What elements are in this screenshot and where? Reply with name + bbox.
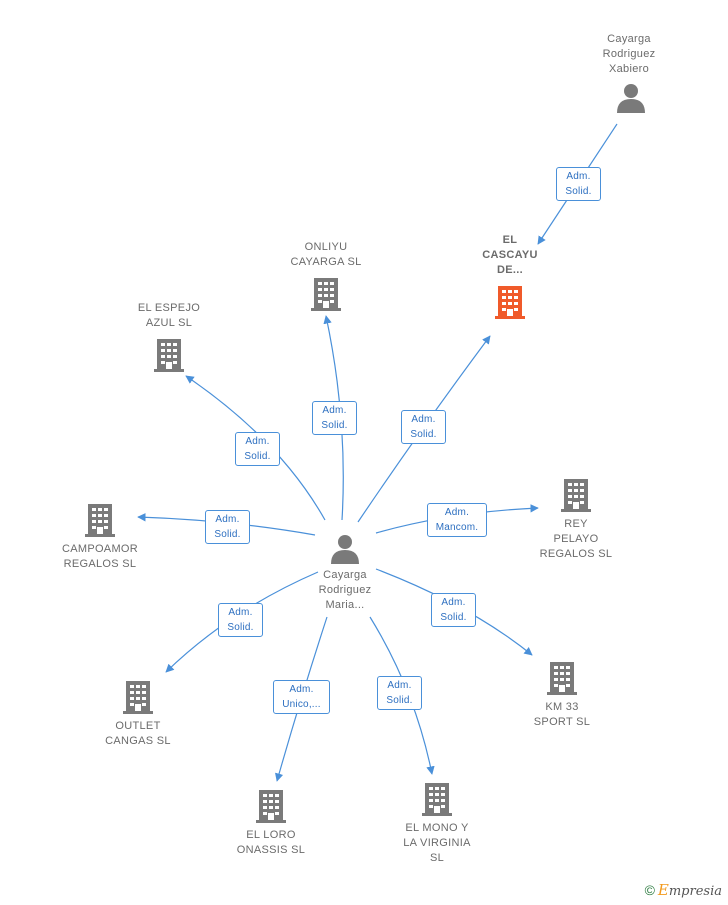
- node-label: Cayarga Rodriguez Xabiero: [602, 33, 656, 75]
- edge-label-maria-espejo: Adm. Solid.: [235, 432, 280, 466]
- edge-label-maria-mono: Adm. Solid.: [377, 676, 422, 710]
- node-el-loro-onassis[interactable]: EL LORO ONASSIS SL: [226, 788, 316, 858]
- node-label: OUTLET CANGAS SL: [105, 720, 171, 747]
- node-label: REY PELAYO REGALOS SL: [539, 518, 613, 560]
- brand-first-letter: E: [657, 881, 669, 899]
- edge-label-maria-outlet: Adm. Solid.: [218, 603, 263, 637]
- copyright-icon: ©: [644, 882, 655, 898]
- node-label: ONLIYU CAYARGA SL: [290, 241, 362, 268]
- node-rey-pelayo-regalos[interactable]: REY PELAYO REGALOS SL: [526, 477, 626, 562]
- node-cayarga-rodriguez-maria[interactable]: Cayarga Rodriguez Maria...: [300, 534, 390, 613]
- node-cayarga-rodriguez-xabiero[interactable]: Cayarga Rodriguez Xabiero: [584, 32, 674, 113]
- edge-label-xabiero-cascayu: Adm. Solid.: [556, 167, 601, 201]
- building-icon: [561, 479, 591, 512]
- node-el-espejo-azul[interactable]: EL ESPEJO AZUL SL: [124, 301, 214, 373]
- edge-label-maria-onliyu: Adm. Solid.: [312, 401, 357, 435]
- node-el-mono-y-la-virginia[interactable]: EL MONO Y LA VIRGINIA SL: [392, 781, 482, 866]
- node-km33-sport[interactable]: KM 33 SPORT SL: [517, 660, 607, 730]
- person-icon: [331, 535, 359, 564]
- building-icon: [123, 681, 153, 714]
- node-campoamor-regalos[interactable]: CAMPOAMOR REGALOS SL: [50, 502, 150, 572]
- edge-label-maria-rey: Adm. Mancom.: [427, 503, 487, 537]
- building-icon: [311, 278, 341, 311]
- node-label: EL ESPEJO AZUL SL: [137, 302, 201, 329]
- building-icon: [547, 662, 577, 695]
- node-label: Cayarga Rodriguez Maria...: [318, 569, 372, 611]
- node-label: KM 33 SPORT SL: [533, 701, 591, 728]
- building-icon: [256, 790, 286, 823]
- node-label: EL LORO ONASSIS SL: [236, 829, 306, 856]
- node-el-cascayu[interactable]: EL CASCAYU DE...: [470, 233, 550, 320]
- building-icon: [422, 783, 452, 816]
- node-label: CAMPOAMOR REGALOS SL: [61, 543, 139, 570]
- brand-logo[interactable]: ©Empresia: [645, 881, 722, 899]
- person-icon: [617, 84, 645, 113]
- node-onliyu-cayarga[interactable]: ONLIYU CAYARGA SL: [276, 240, 376, 312]
- node-outlet-cangas[interactable]: OUTLET CANGAS SL: [93, 679, 183, 749]
- building-icon: [154, 339, 184, 372]
- edge-label-maria-campoamor: Adm. Solid.: [205, 510, 250, 544]
- building-icon: [495, 286, 525, 319]
- node-label: EL MONO Y LA VIRGINIA SL: [403, 822, 471, 864]
- edge-label-maria-loro: Adm. Unico,...: [273, 680, 330, 714]
- edge-label-maria-km33: Adm. Solid.: [431, 593, 476, 627]
- node-label: EL CASCAYU DE...: [482, 234, 538, 276]
- brand-name: mpresia: [668, 884, 722, 899]
- edge-label-maria-cascayu: Adm. Solid.: [401, 410, 446, 444]
- building-icon: [85, 504, 115, 537]
